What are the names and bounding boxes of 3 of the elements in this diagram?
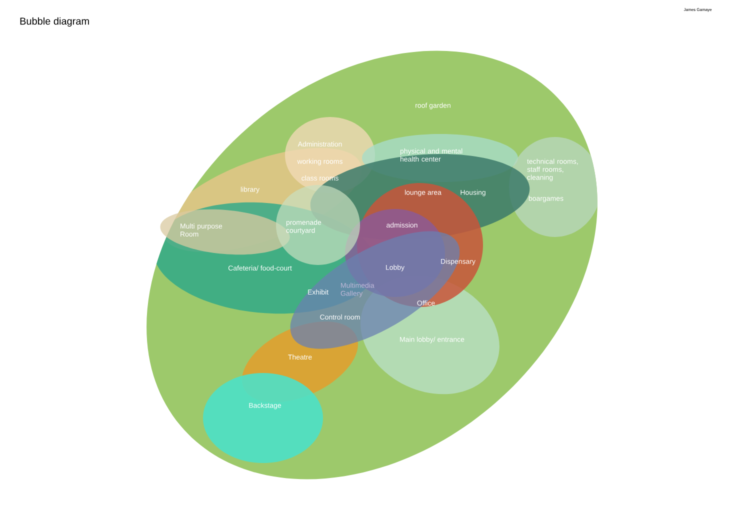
bubble [203, 372, 323, 463]
bubble [276, 185, 360, 265]
title: Bubble diagram [20, 17, 89, 27]
